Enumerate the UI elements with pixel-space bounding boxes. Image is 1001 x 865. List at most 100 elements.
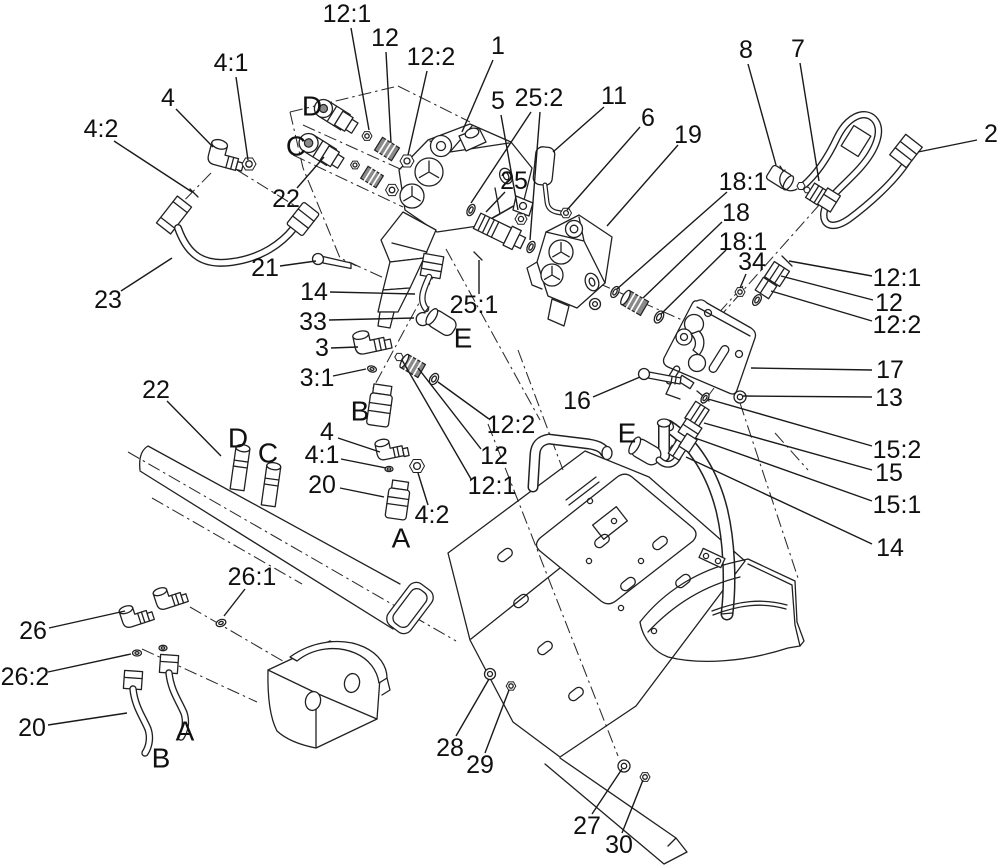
leader-18-1-b — [660, 249, 727, 315]
leader-5-top — [500, 114, 519, 211]
callout-D-bottom: D — [228, 423, 248, 454]
hose-20-b — [122, 669, 154, 757]
bolt-16 — [637, 367, 682, 385]
leader-20-hitch — [47, 712, 128, 726]
washer-13 — [733, 390, 747, 404]
tube-port-d — [229, 443, 251, 492]
connector-c — [298, 132, 345, 169]
leader-23 — [120, 257, 173, 292]
oring-12-1-c — [351, 161, 360, 169]
leader-3 — [330, 346, 359, 349]
callout-33: 33 — [299, 308, 327, 336]
hose-20-a — [158, 653, 190, 741]
leader-30 — [621, 779, 644, 834]
screw-28 — [483, 667, 497, 681]
callout-A-bottom: A — [392, 523, 411, 554]
leader-26-1 — [223, 588, 246, 617]
leader-12-right — [780, 275, 874, 301]
callout-34: 34 — [738, 248, 766, 276]
leader-lines — [47, 27, 978, 834]
callout-B-top: B — [351, 396, 370, 427]
leader-16 — [592, 376, 641, 398]
leader-22-bottom — [166, 400, 222, 457]
callout-2: 2 — [984, 120, 998, 148]
callout-20-hitch: 20 — [18, 714, 46, 742]
leader-20-bottom — [339, 487, 385, 498]
spring-clip — [779, 165, 798, 192]
leader-25-2 — [470, 111, 532, 204]
leader-29 — [484, 689, 510, 754]
leader-25-2-1 — [529, 111, 541, 241]
hose-2 — [799, 111, 923, 230]
callout-15: 15 — [875, 459, 903, 487]
port-e-opening — [601, 445, 613, 461]
leader-2 — [917, 139, 978, 153]
tick-25-1 — [473, 251, 483, 261]
leader-17 — [750, 367, 873, 371]
callout-26-2: 26:2 — [1, 663, 50, 691]
connector-d — [313, 98, 359, 134]
nut-4-1 — [242, 158, 256, 170]
elbow-fitting-26-b — [118, 605, 155, 628]
callout-30: 30 — [605, 831, 633, 859]
callout-21: 21 — [251, 254, 279, 282]
leader-19 — [606, 144, 679, 227]
nut-6 — [561, 208, 572, 218]
receiver-strap — [289, 640, 391, 696]
callout-4-2-top: 4:2 — [84, 115, 119, 143]
elbow-fitting-4 — [207, 138, 245, 172]
leader-4-1-bottom — [340, 458, 387, 469]
callout-12-right: 12 — [875, 289, 903, 317]
callout-15-2: 15:2 — [873, 436, 922, 464]
orifice-group-right — [751, 260, 791, 307]
leader-12-mid — [417, 367, 482, 450]
oring-4-1-lower — [384, 465, 394, 473]
callout-15-1: 15:1 — [873, 491, 922, 519]
leader-26-2 — [47, 653, 132, 673]
washer-5-aux — [588, 297, 602, 311]
fender-bracket — [698, 547, 726, 569]
callout-E-left: E — [454, 323, 473, 354]
leader-6 — [566, 126, 641, 211]
callout-D-top: D — [302, 91, 322, 122]
callout-12-2-mid: 12:2 — [487, 411, 536, 439]
construction-lines — [127, 85, 821, 757]
leader-15-1 — [694, 437, 873, 502]
oring-25-2-pair — [466, 203, 536, 254]
oring-12-1-d — [362, 132, 372, 141]
frame-inner-panel — [535, 473, 697, 605]
fitting-group-7-8 — [765, 164, 842, 213]
leader-3-1 — [332, 368, 367, 377]
coupler-e-upper — [425, 308, 457, 337]
fitting-group-4-a — [374, 438, 425, 521]
leader-28 — [455, 678, 490, 737]
leader-12-2-mid — [437, 381, 490, 420]
leader-33 — [328, 317, 415, 321]
leader-4-2-bottom — [417, 472, 429, 506]
leader-14-left — [329, 291, 416, 295]
callout-25-2: 25:2 — [515, 84, 564, 112]
leader-8 — [747, 63, 777, 166]
callout-14-left: 14 — [300, 278, 328, 306]
leader-11 — [552, 106, 605, 153]
fitting-stack-15 — [677, 392, 710, 443]
clamp-33 — [415, 306, 430, 327]
callout-26-1: 26:1 — [228, 563, 277, 591]
nut-34 — [735, 288, 745, 297]
elbow-hose-14-lower — [628, 432, 698, 468]
callout-7: 7 — [791, 35, 805, 63]
nut-4-2-lower — [410, 460, 425, 473]
leader-18-1-a — [616, 191, 728, 290]
cartridge-25 — [472, 212, 527, 251]
leader-15-2 — [707, 398, 873, 447]
callout-6: 6 — [641, 104, 655, 132]
tube-port-c — [260, 461, 282, 508]
callout-12-2-top: 12:2 — [407, 43, 456, 71]
leader-14-right — [685, 456, 873, 545]
callout-26: 26 — [19, 617, 47, 645]
auxiliary-valve-19 — [526, 214, 613, 327]
callout-A-hitch: A — [176, 716, 195, 747]
